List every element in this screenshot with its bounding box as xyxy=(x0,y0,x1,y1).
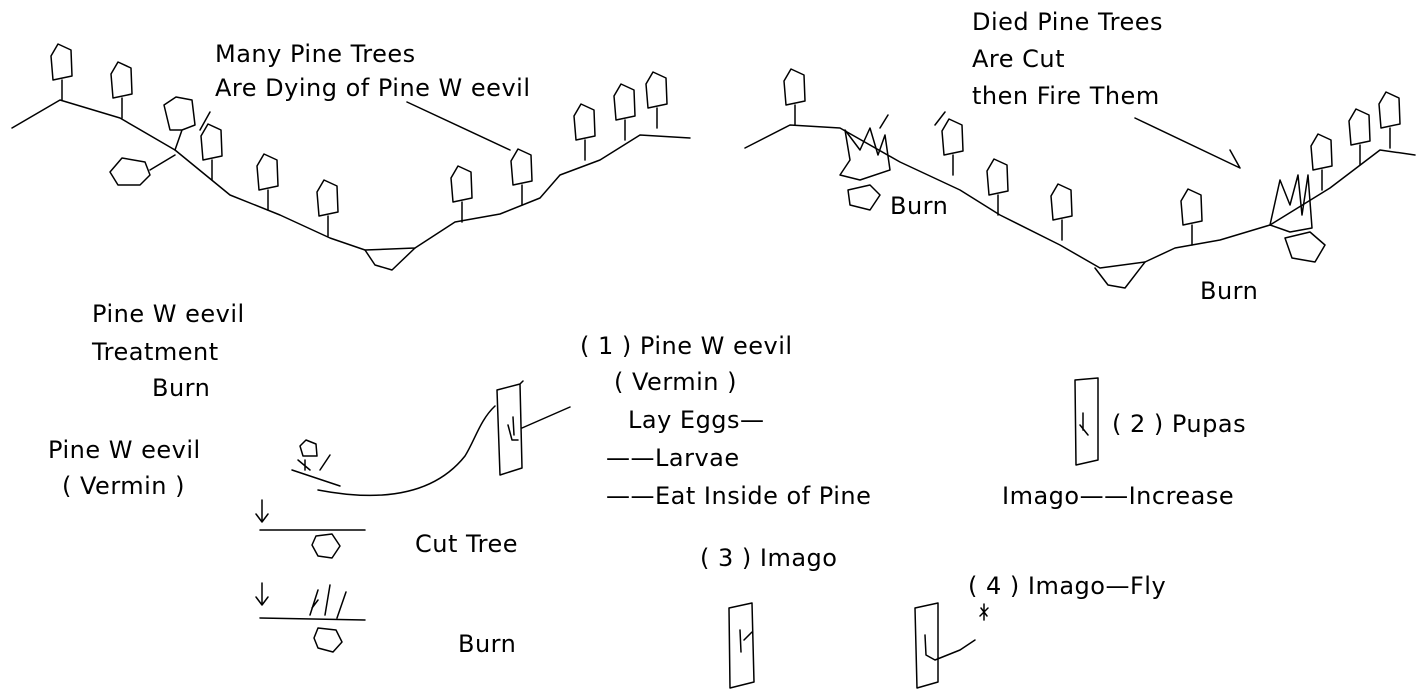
left-valley-scene xyxy=(11,43,691,271)
label-step4-imago-fly: ( 4 ) Imago—Fly xyxy=(968,572,1167,600)
label-step2-pupas: ( 2 ) Pupas xyxy=(1112,410,1247,438)
right-label-pointer xyxy=(934,111,1241,169)
left-river xyxy=(364,247,416,271)
weevil-path-curve xyxy=(317,405,496,497)
log-stage-2 xyxy=(1074,377,1099,466)
label-treatment-title-1: Pine W eevil xyxy=(92,300,245,328)
label-vermin-2: ( Vermin ) xyxy=(62,472,186,500)
log-stage-1 xyxy=(496,380,571,476)
right-burning-pile-left xyxy=(839,114,891,211)
right-valley-scene xyxy=(744,68,1416,289)
label-burn-slope: Burn xyxy=(890,192,949,220)
label-step1-lay-eggs: Lay Eggs— xyxy=(628,406,765,434)
label-treatment-title-2: Treatment xyxy=(92,338,219,366)
label-vermin-1: Pine W eevil xyxy=(48,436,201,464)
label-cut-tree: Cut Tree xyxy=(415,530,519,558)
label-are-cut: Are Cut xyxy=(972,45,1066,73)
label-step1-eat-inside: ——Eat Inside of Pine xyxy=(606,482,872,510)
left-leaning-tree xyxy=(163,96,196,151)
infested-tree xyxy=(291,439,341,487)
right-burning-pile-right xyxy=(1269,174,1326,263)
down-arrow-2 xyxy=(255,582,269,606)
weevil-log-stages xyxy=(496,377,1099,689)
label-fire-them: then Fire Them xyxy=(972,82,1160,110)
label-died-pine-trees: Died Pine Trees xyxy=(972,8,1164,36)
label-treatment-title-3: Burn xyxy=(152,374,211,402)
burn-ground xyxy=(259,584,366,653)
log-stage-3 xyxy=(728,602,755,689)
label-many-pine-trees: Many Pine Trees xyxy=(215,40,416,68)
cut-tree-ground xyxy=(259,529,366,559)
down-arrow-1 xyxy=(255,499,269,523)
right-ground-line xyxy=(744,124,1416,269)
label-imago-increase: Imago——Increase xyxy=(1002,482,1235,510)
left-fallen-log xyxy=(109,154,176,186)
right-river xyxy=(1094,261,1146,289)
label-burn-valley: Burn xyxy=(1200,277,1259,305)
left-ground-line xyxy=(11,99,691,251)
log-stage-4 xyxy=(914,602,989,689)
label-step3-imago: ( 3 ) Imago xyxy=(700,544,838,572)
left-label-pointer xyxy=(199,101,511,151)
label-step1-title: ( 1 ) Pine W eevil xyxy=(580,332,793,360)
label-dying-of-weevil: Are Dying of Pine W eevil xyxy=(215,74,531,102)
label-burn-bottom: Burn xyxy=(458,630,517,658)
treatment-sequence xyxy=(255,405,496,653)
label-step1-larvae: ——Larvae xyxy=(606,444,740,472)
label-step1-vermin: ( Vermin ) xyxy=(614,368,738,396)
